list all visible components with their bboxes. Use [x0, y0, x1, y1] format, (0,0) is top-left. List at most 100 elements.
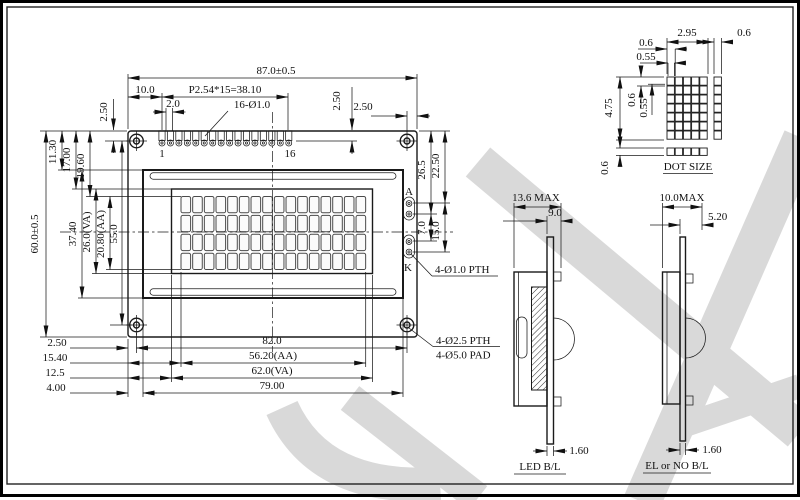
lcd-cell	[343, 196, 355, 214]
lcd-character-grid	[180, 196, 367, 270]
dot-cell	[674, 130, 684, 140]
anode-label: A	[405, 186, 413, 198]
lcd-cell	[262, 252, 273, 270]
dim-left-offset: 10.0	[135, 84, 155, 96]
dim-hole-span-v: 55.0	[108, 224, 120, 244]
lcd-cell	[285, 214, 297, 233]
dot-gap-cell	[713, 85, 722, 95]
lcd-cell	[180, 196, 192, 214]
dot-cell	[682, 85, 692, 95]
dot-cell	[691, 94, 700, 104]
lcd-cell	[308, 196, 320, 214]
pin-pad-hole-center	[185, 141, 189, 145]
pin-pad-hole-center	[211, 141, 215, 145]
dot-cell	[682, 94, 692, 104]
pin-pad-hole	[175, 139, 183, 147]
lcd-cell	[238, 196, 250, 214]
lcd-cell	[320, 233, 332, 252]
pin-pad-hole-center	[160, 141, 164, 145]
lcd-cell	[203, 252, 215, 270]
lcd-cell	[285, 196, 297, 214]
pin-pad	[209, 130, 217, 141]
pin-pad	[243, 130, 250, 141]
pin-pad-hole-center	[194, 141, 198, 145]
pin-pad-hole	[217, 139, 225, 147]
dim-led-pcb: 1.60	[569, 445, 589, 457]
lcd-cell	[192, 196, 203, 214]
lcd-cell	[238, 214, 250, 233]
pin-pad-hole	[200, 139, 208, 147]
callout-mount-pads: 4-Ø5.0 PAD	[436, 350, 491, 362]
lcd-cell	[285, 233, 297, 252]
dim-va-width: 62.0(VA)	[251, 365, 292, 377]
dim-hole-span-h: 82.0	[262, 335, 282, 347]
dim-pin-pitch: P2.54*15=38.10	[189, 84, 262, 96]
dot-cell	[682, 76, 692, 86]
front-view: 1 16 A K	[60, 112, 453, 352]
lcd-cell	[203, 214, 215, 233]
lcd-cell	[227, 233, 238, 252]
lcd-cell	[285, 252, 297, 270]
dot-gap-cell	[713, 112, 722, 122]
dot-cell	[691, 130, 700, 140]
pin-pad-hole	[167, 139, 174, 147]
lcd-cell	[273, 196, 285, 214]
pin-pad-hole	[226, 139, 233, 147]
dot-cell	[666, 94, 675, 104]
lcd-cell	[215, 233, 227, 252]
dot-cell	[666, 121, 675, 131]
bezel-frame	[142, 169, 404, 299]
front-left-dimensions: 60.0±0.5 11.30 17.00 19.60 37.40 26.0(VA…	[29, 130, 181, 338]
pin-pad	[259, 130, 267, 141]
front-right-dimensions: 26.5 22.50 7.0 15.0 4-Ø1.0 PTH	[410, 130, 498, 277]
dim-aa-offset: 15.40	[43, 352, 68, 364]
dim-overall-width: 87.0±0.5	[256, 65, 296, 77]
pcb-side	[546, 236, 555, 445]
dim-bezel-width: 79.00	[260, 380, 285, 392]
backlight-pads	[403, 196, 415, 259]
pin-pad-hole	[192, 139, 200, 147]
dot-cell	[682, 121, 692, 131]
lcd-cell	[238, 233, 250, 252]
dot-size-detail: 2.95 0.6 0.6 0.55 4.75 0.6 0.55 0.6 DO	[599, 27, 751, 175]
dot-gap-cell	[713, 130, 722, 140]
pin-pad-hole-center	[278, 141, 282, 145]
dot-cell	[666, 103, 675, 113]
dot-size-label: DOT SIZE	[664, 161, 713, 173]
lcd-cell	[203, 196, 215, 214]
pin-pad-hole	[209, 139, 217, 147]
dot-cell	[674, 76, 684, 86]
dim-dot-block-height: 4.75	[603, 98, 615, 118]
dot-cell	[691, 121, 700, 131]
dot-cell	[699, 94, 708, 104]
lcd-cell	[343, 214, 355, 233]
dot-cell	[674, 121, 684, 131]
pin-pad	[285, 130, 293, 141]
lcd-cell	[250, 196, 262, 214]
cathode-label: K	[404, 262, 412, 274]
lcd-cell	[273, 233, 285, 252]
lcd-cell	[332, 196, 343, 214]
dim-bezel-height: 37.40	[67, 221, 79, 246]
lcd-cell	[262, 214, 273, 233]
pin-pad	[251, 130, 259, 141]
lcd-cell	[355, 196, 367, 214]
lcd-cell	[227, 196, 238, 214]
dot-cell	[699, 112, 708, 122]
lcd-cell	[180, 233, 192, 252]
front-top-dimensions: 87.0±0.5 10.0 P2.54*15=38.10 2.0 16-Ø1.0…	[98, 65, 430, 154]
dot-cell	[682, 103, 692, 113]
lcd-cell	[297, 214, 308, 233]
lcd-cell	[332, 233, 343, 252]
pin-pad-hole-center	[202, 141, 206, 145]
pin-pad-hole-center	[228, 141, 232, 145]
dot-cell	[666, 130, 675, 140]
dim-aa-width: 56.20(AA)	[249, 350, 297, 362]
dim-el-depth: 10.0MAX	[660, 192, 705, 204]
pin-pad-hole	[183, 139, 191, 147]
lcd-cell	[308, 233, 320, 252]
dot-cell	[699, 121, 708, 131]
dim-va-height: 26.0(VA)	[81, 211, 93, 252]
callout-bl-holes: 4-Ø1.0 PTH	[435, 264, 489, 276]
